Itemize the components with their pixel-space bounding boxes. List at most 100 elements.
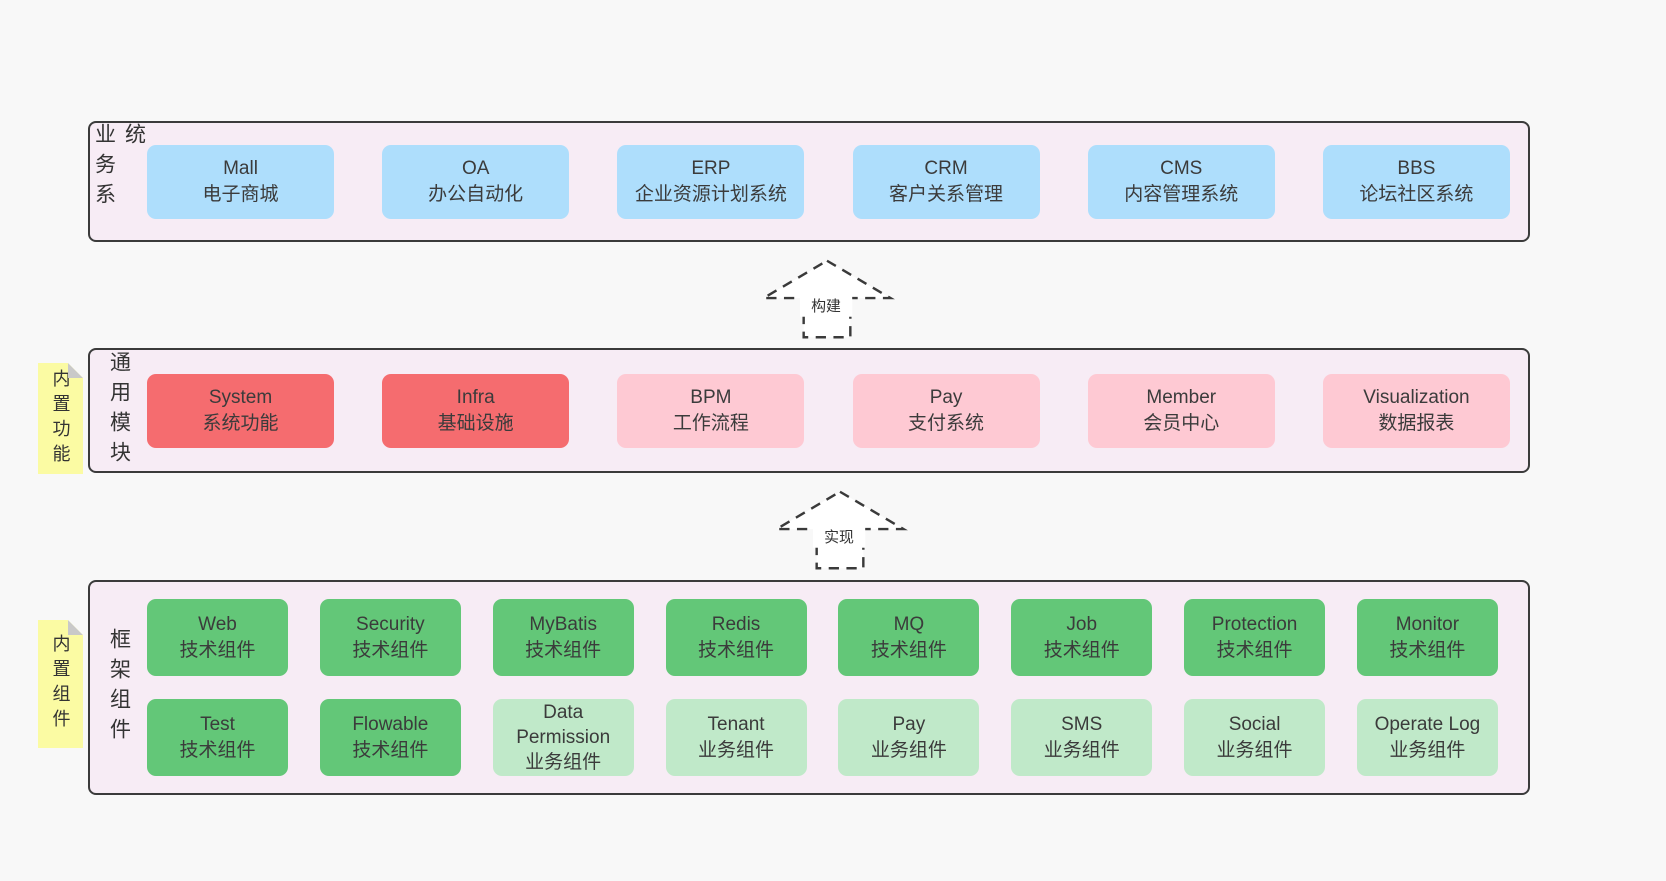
box-title: OA bbox=[461, 158, 490, 180]
box-title: Operate Log bbox=[1374, 714, 1481, 736]
box-subtitle: 技术组件 bbox=[179, 739, 256, 761]
box-crm: CRM 客户关系管理 bbox=[852, 144, 1040, 219]
box-redis: Redis 技术组件 bbox=[665, 599, 807, 676]
box-subtitle: 业务组件 bbox=[698, 739, 775, 761]
box-title: Redis bbox=[711, 614, 761, 636]
box-subtitle: 技术组件 bbox=[870, 639, 947, 661]
note-text: 内置组件 bbox=[50, 634, 71, 734]
box-title: Monitor bbox=[1395, 614, 1460, 636]
box-subtitle: 业务组件 bbox=[1043, 739, 1120, 761]
box-operate-log: Operate Log 业务组件 bbox=[1356, 699, 1498, 776]
box-subtitle: 电子商城 bbox=[202, 183, 279, 205]
components-row-2: Test 技术组件 Flowable 技术组件 Data Permission … bbox=[147, 699, 1498, 776]
box-subtitle: 内容管理系统 bbox=[1124, 183, 1239, 205]
sticky-note-built-in-features: 内置功能 bbox=[38, 363, 83, 474]
box-subtitle: 业务组件 bbox=[1216, 739, 1293, 761]
box-subtitle: 技术组件 bbox=[525, 639, 602, 661]
box-subtitle: 办公自动化 bbox=[428, 183, 524, 205]
band-common-modules: 通用模块 System 系统功能 Infra 基础设施 BPM 工作流程 Pay… bbox=[88, 348, 1530, 473]
box-subtitle: 技术组件 bbox=[1389, 639, 1466, 661]
box-data-permission: Data Permission 业务组件 bbox=[492, 699, 634, 776]
box-title: Data Permission bbox=[516, 701, 611, 748]
band-framework-components-label: 框架组件 bbox=[107, 627, 131, 748]
dashed-up-arrow-icon: 构建 bbox=[759, 259, 895, 339]
box-subtitle: 业务组件 bbox=[1389, 739, 1466, 761]
box-subtitle: 企业资源计划系统 bbox=[634, 183, 787, 205]
components-row-1: Web 技术组件 Security 技术组件 MyBatis 技术组件 Redi… bbox=[147, 599, 1498, 676]
box-title: Infra bbox=[456, 387, 495, 409]
band-business-systems-content: Mall 电子商城 OA 办公自动化 ERP 企业资源计划系统 CRM 客户关系… bbox=[147, 123, 1528, 240]
box-subtitle: 数据报表 bbox=[1378, 412, 1455, 434]
box-job: Job 技术组件 bbox=[1011, 599, 1153, 676]
box-subtitle: 技术组件 bbox=[1043, 639, 1120, 661]
box-title: MyBatis bbox=[529, 614, 597, 636]
box-pay-component: Pay 业务组件 bbox=[838, 699, 980, 776]
up-arrow-build: 构建 bbox=[757, 256, 897, 342]
box-subtitle: 技术组件 bbox=[352, 739, 429, 761]
box-title: Job bbox=[1066, 614, 1098, 636]
box-title: Pay bbox=[892, 714, 926, 736]
box-title: MQ bbox=[893, 614, 925, 636]
box-title: Web bbox=[198, 614, 237, 636]
note-fold-corner bbox=[68, 620, 83, 635]
box-system: System 系统功能 bbox=[147, 373, 334, 448]
box-title: Test bbox=[200, 714, 235, 736]
box-bbs: BBS 论坛社区系统 bbox=[1322, 144, 1510, 219]
box-subtitle: 技术组件 bbox=[352, 639, 429, 661]
up-arrow-implement: 实现 bbox=[770, 487, 910, 573]
dashed-up-arrow-icon: 实现 bbox=[772, 490, 908, 570]
box-subtitle: 技术组件 bbox=[179, 639, 256, 661]
arrow-label: 实现 bbox=[824, 529, 854, 546]
box-subtitle: 支付系统 bbox=[908, 412, 985, 434]
box-title: BBS bbox=[1397, 158, 1436, 180]
box-subtitle: 基础设施 bbox=[437, 412, 514, 434]
box-title: Protection bbox=[1211, 614, 1298, 636]
box-bpm: BPM 工作流程 bbox=[617, 373, 805, 448]
box-erp: ERP 企业资源计划系统 bbox=[617, 144, 805, 219]
box-infra: Infra 基础设施 bbox=[382, 373, 570, 448]
box-subtitle: 论坛社区系统 bbox=[1359, 183, 1474, 205]
box-title: BPM bbox=[690, 387, 732, 409]
box-monitor: Monitor 技术组件 bbox=[1356, 599, 1498, 676]
box-subtitle: 工作流程 bbox=[672, 412, 749, 434]
box-oa: OA 办公自动化 bbox=[382, 144, 570, 219]
box-title: Visualization bbox=[1363, 387, 1470, 409]
box-title: Tenant bbox=[707, 714, 765, 736]
box-title: SMS bbox=[1061, 714, 1103, 736]
box-title: Mall bbox=[223, 158, 258, 180]
box-title: Flowable bbox=[352, 714, 429, 736]
box-subtitle: 业务组件 bbox=[525, 752, 602, 774]
box-subtitle: 业务组件 bbox=[870, 739, 947, 761]
box-mall: Mall 电子商城 bbox=[147, 144, 334, 219]
note-fold-corner bbox=[68, 363, 83, 378]
box-mq: MQ 技术组件 bbox=[838, 599, 980, 676]
arrow-label: 构建 bbox=[811, 298, 841, 315]
box-web: Web 技术组件 bbox=[147, 599, 288, 676]
box-tenant: Tenant 业务组件 bbox=[665, 699, 807, 776]
box-subtitle: 技术组件 bbox=[1216, 639, 1293, 661]
box-subtitle: 系统功能 bbox=[202, 412, 279, 434]
box-title: System bbox=[208, 387, 273, 409]
band-business-systems-label: 业务系统 bbox=[92, 123, 146, 213]
band-framework-components-content: Web 技术组件 Security 技术组件 MyBatis 技术组件 Redi… bbox=[147, 582, 1528, 793]
box-member: Member 会员中心 bbox=[1087, 373, 1275, 448]
box-protection: Protection 技术组件 bbox=[1184, 599, 1326, 676]
box-mybatis: MyBatis 技术组件 bbox=[492, 599, 634, 676]
box-subtitle: 客户关系管理 bbox=[889, 183, 1004, 205]
box-title: Pay bbox=[929, 387, 963, 409]
box-title: CMS bbox=[1160, 158, 1203, 180]
box-security: Security 技术组件 bbox=[319, 599, 461, 676]
box-subtitle: 技术组件 bbox=[698, 639, 775, 661]
box-subtitle: 会员中心 bbox=[1143, 412, 1220, 434]
note-text: 内置功能 bbox=[50, 368, 71, 469]
box-title: Security bbox=[356, 614, 425, 636]
box-title: CRM bbox=[924, 158, 968, 180]
box-title: Member bbox=[1146, 387, 1217, 409]
band-common-modules-content: System 系统功能 Infra 基础设施 BPM 工作流程 Pay 支付系统… bbox=[147, 350, 1528, 471]
box-title: Social bbox=[1228, 714, 1281, 736]
band-common-modules-label: 通用模块 bbox=[107, 350, 131, 471]
box-social: Social 业务组件 bbox=[1184, 699, 1326, 776]
box-test: Test 技术组件 bbox=[147, 699, 288, 776]
band-framework-components: 框架组件 Web 技术组件 Security 技术组件 MyBatis 技术组件… bbox=[88, 580, 1530, 795]
